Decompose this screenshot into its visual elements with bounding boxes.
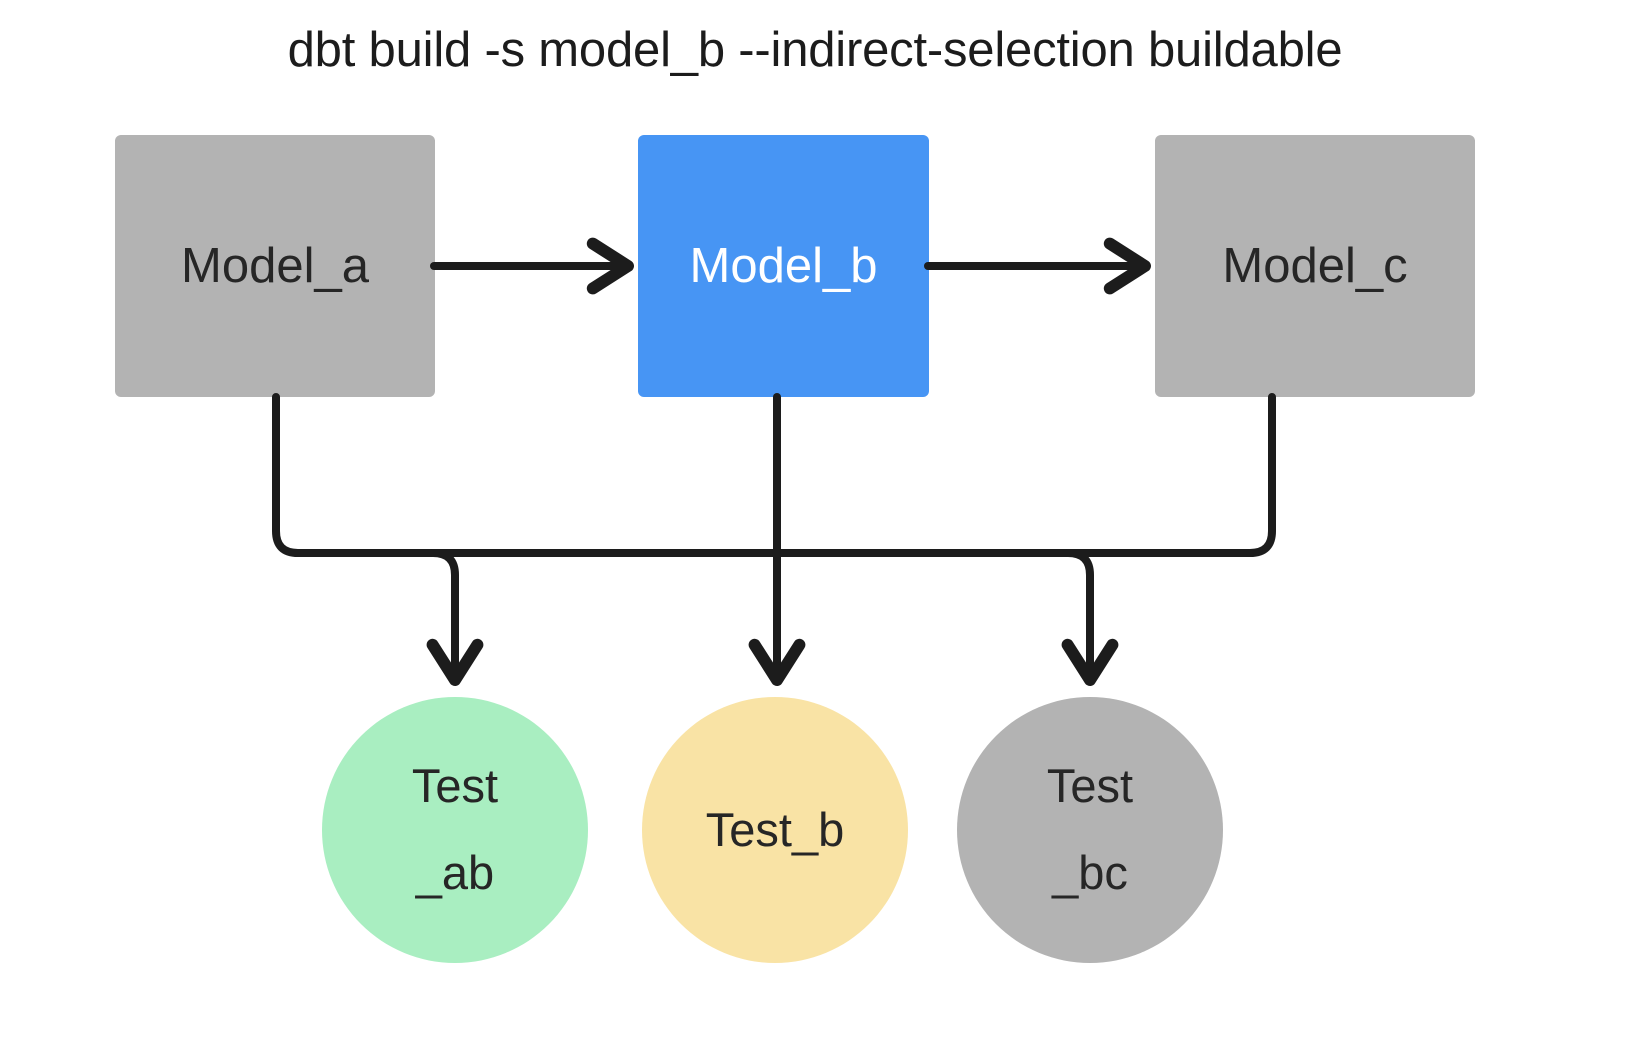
edge-bus-to-test-bc <box>1061 549 1119 687</box>
edge-model-c-bus-segment <box>1246 393 1276 557</box>
node-model-b[interactable] <box>638 135 929 397</box>
diagram-title: dbt build -s model_b --indirect-selectio… <box>287 23 1343 77</box>
node-test-b[interactable] <box>642 697 908 963</box>
edge-model-a-bus-segment <box>272 393 1254 557</box>
node-model-a[interactable] <box>115 135 435 397</box>
node-test-ab[interactable] <box>322 697 588 963</box>
node-test-bc[interactable] <box>957 697 1223 963</box>
node-model-c[interactable] <box>1155 135 1475 397</box>
edge-bus-to-test-ab <box>426 549 484 687</box>
